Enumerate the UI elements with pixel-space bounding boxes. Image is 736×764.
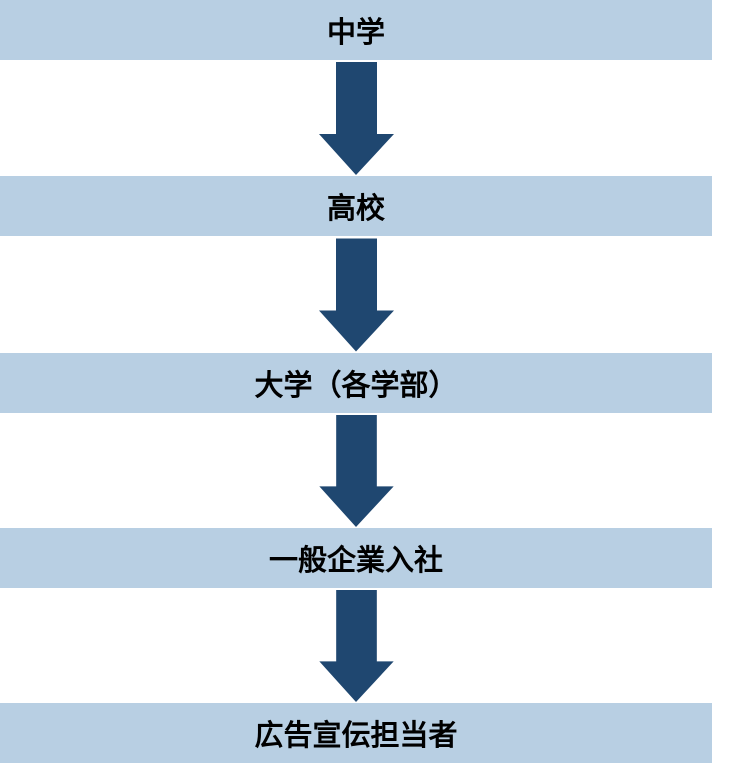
step-box-high-school: 高校 (0, 176, 712, 236)
step-label: 大学（各学部） (254, 368, 458, 402)
down-arrow-icon (319, 415, 394, 528)
down-arrow-icon (319, 590, 394, 703)
step-box-company-entry: 一般企業入社 (0, 528, 712, 588)
step-box-advertising-staff: 広告宣伝担当者 (0, 703, 712, 763)
step-label: 広告宣伝担当者 (254, 718, 458, 752)
step-label: 一般企業入社 (268, 543, 443, 577)
down-arrow-icon (319, 62, 394, 175)
step-box-university: 大学（各学部） (0, 353, 712, 413)
step-label: 中学 (326, 15, 385, 49)
down-arrow-icon (319, 238, 394, 352)
step-label: 高校 (326, 191, 385, 225)
step-box-middle-school: 中学 (0, 0, 712, 60)
